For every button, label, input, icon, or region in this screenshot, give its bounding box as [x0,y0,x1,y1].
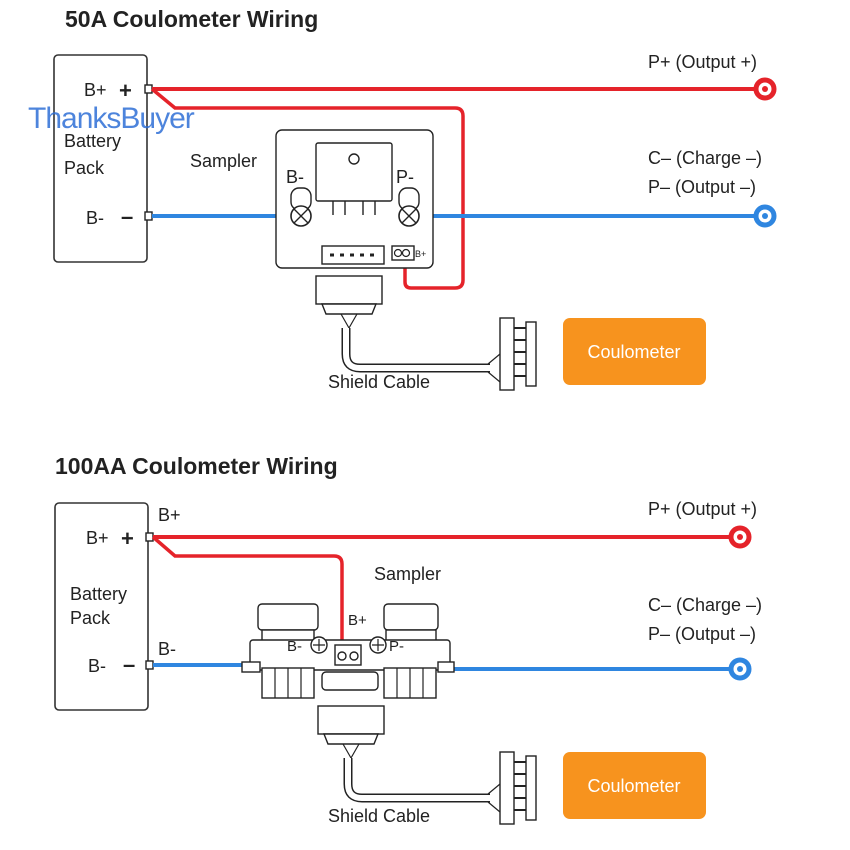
bplus-terminal-label-50a: B+ [84,80,107,100]
wire-bminus-label-100a: B- [158,639,176,659]
battery-label-line1-50a: Battery [64,131,121,151]
charge-minus-label-50a: C– (Charge –) [648,148,762,168]
charge-minus-label-100a: C– (Charge –) [648,595,762,615]
bplus-sense-wire-100a [151,535,344,652]
output-minus-label-50a: P– (Output –) [648,177,756,197]
title-50a: 50A Coulometer Wiring [65,6,318,32]
bplus-sense-wire-50a [150,87,465,290]
pminus-screw-100a [369,636,387,654]
battery-pack-50a [53,54,148,263]
sampler-pminus-label-50a: P- [396,167,414,187]
battery-label-line2-50a: Pack [64,158,105,178]
bminus-terminal-label-100a: B- [88,656,106,676]
title-100a: 100AA Coulometer Wiring [55,453,338,479]
shield-cable-label-100a: Shield Cable [328,806,430,826]
bminus-screw-50a [290,205,312,227]
coulometer-label-50a: Coulometer [587,342,680,362]
pminus-screw-50a [398,205,420,227]
coulometer-box-100a [563,752,706,819]
bminus-terminal-100a [145,660,154,670]
sampler-board-50a [275,129,434,269]
bplus-terminal-50a [144,84,153,94]
bplus-terminal-label-100a: B+ [86,528,109,548]
wire-bplus-label-100a: B+ [158,505,181,525]
output-plus-label-50a: P+ (Output +) [648,52,757,72]
sampler-bplus-label-100a: B+ [348,612,367,629]
sampler-label-100a: Sampler [374,564,441,584]
battery-pack-100a [54,502,149,711]
p-minus-terminal-100a [728,657,752,681]
minus-sign-100a: – [123,652,135,677]
sampler-pminus-label-100a: P- [389,638,404,655]
bminus-terminal-label-50a: B- [86,208,104,228]
bplus-terminal-100a [145,532,154,542]
p-plus-terminal-100a [728,525,752,549]
bplus-sense-terminal-50a [391,245,415,261]
watermark-text: ThanksBuyer [28,102,195,135]
sampler-bminus-label-50a: B- [286,167,304,187]
sampler-block-100a [241,603,455,699]
minus-sign-50a: – [121,204,133,229]
battery-label-line2-100a: Pack [70,608,111,628]
plus-sign-50a: + [119,78,132,103]
coulometer-box-50a [563,318,706,385]
shield-cable-label-50a: Shield Cable [328,372,430,392]
sampler-bplus-label-50a: B+ [415,249,426,259]
coulometer-label-100a: Coulometer [587,776,680,796]
bminus-terminal-50a [144,211,153,221]
bminus-screw-100a [310,636,328,654]
battery-label-line1-100a: Battery [70,584,127,604]
shield-cable-100a [317,705,537,825]
plus-sign-100a: + [121,526,134,551]
p-plus-terminal-50a [753,77,777,101]
output-minus-label-100a: P– (Output –) [648,624,756,644]
sampler-label-50a: Sampler [190,151,257,171]
shield-cable-50a [315,275,537,391]
sampler-bminus-label-100a: B- [287,638,302,655]
p-minus-terminal-50a [753,204,777,228]
output-plus-label-100a: P+ (Output +) [648,499,757,519]
